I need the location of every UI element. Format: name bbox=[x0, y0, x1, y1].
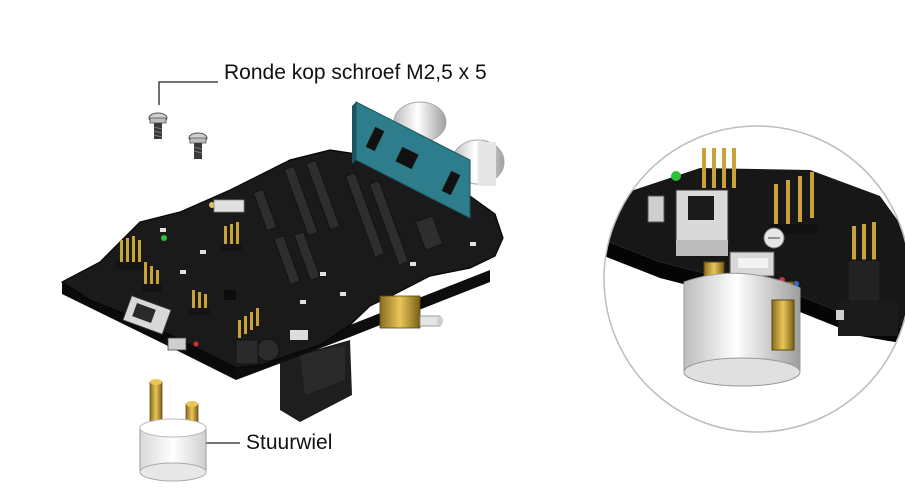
screw-icon bbox=[188, 132, 208, 159]
screw-label: Ronde kop schroef M2,5 x 5 bbox=[224, 61, 487, 84]
header-strip bbox=[252, 159, 444, 285]
ultrasonic-sensor bbox=[352, 101, 505, 219]
screw-leader-line bbox=[158, 81, 218, 105]
usb-port bbox=[167, 337, 187, 351]
screw-icon bbox=[148, 112, 168, 139]
led-red bbox=[193, 341, 199, 347]
caster-wheel-icon bbox=[139, 379, 207, 482]
led-green bbox=[161, 235, 167, 241]
buzzer bbox=[256, 338, 280, 362]
caster-wheel-label: Stuurwiel bbox=[246, 431, 333, 454]
robot-chassis bbox=[60, 101, 505, 422]
detail-view bbox=[603, 125, 905, 433]
pin-header-gold bbox=[120, 222, 259, 338]
